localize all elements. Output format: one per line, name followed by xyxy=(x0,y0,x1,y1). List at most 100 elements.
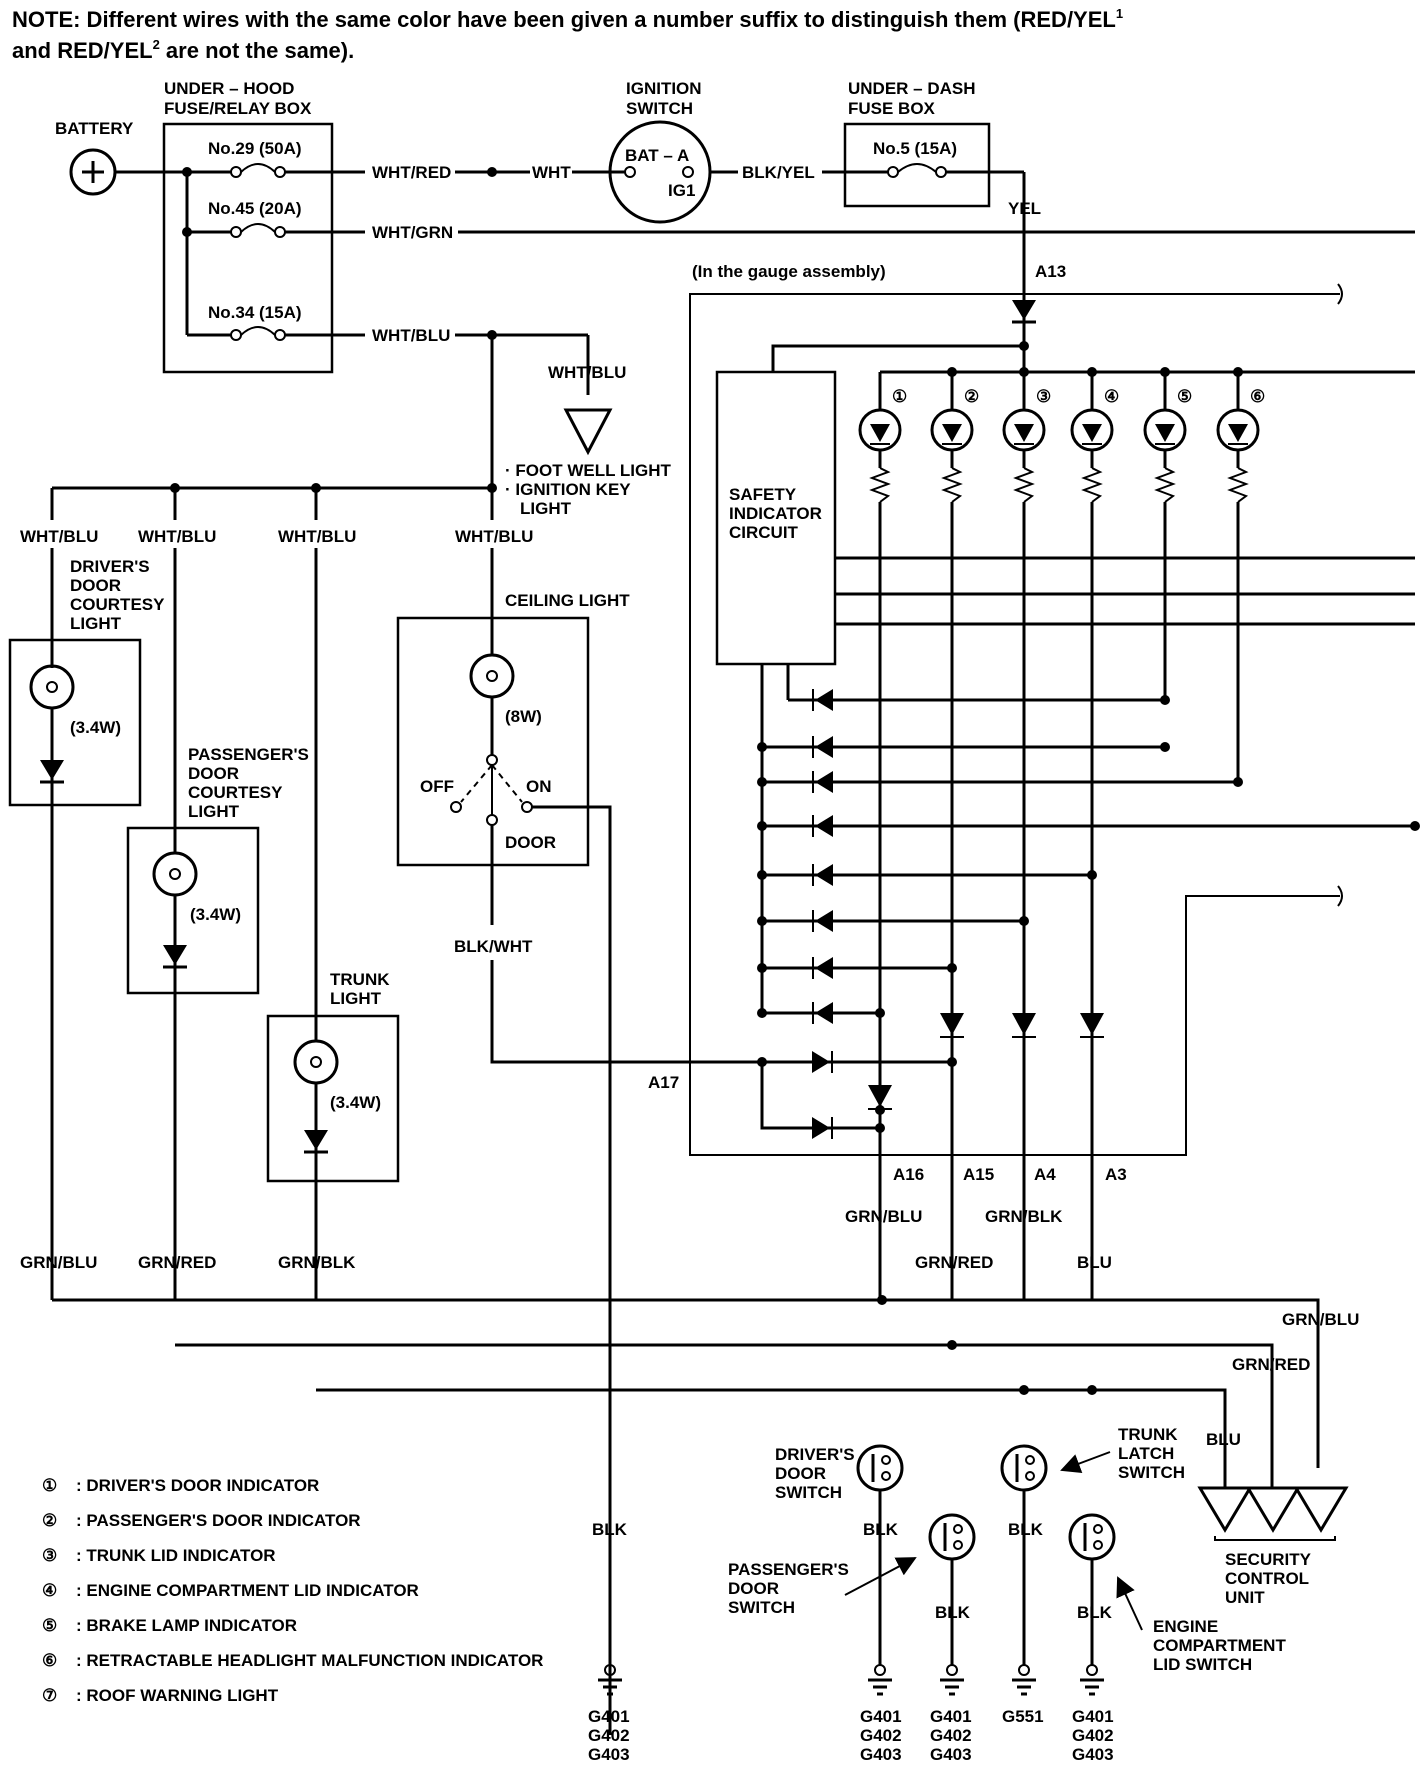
legend-item: : PASSENGER'S DOOR INDICATOR xyxy=(76,1511,361,1530)
legend-number: ② xyxy=(42,1511,57,1530)
svg-text:BLK: BLK xyxy=(935,1603,971,1622)
svg-text:YEL: YEL xyxy=(1008,199,1041,218)
svg-text:BLK: BLK xyxy=(592,1520,628,1539)
connector-labels: A17 A16 A15 A4 A3 GRN/BLU GRN/BLK GRN/RE… xyxy=(648,1073,1127,1272)
indicator-led-1: ① xyxy=(858,372,907,503)
svg-text:BLU: BLU xyxy=(1206,1430,1241,1449)
svg-text:CIRCUIT: CIRCUIT xyxy=(729,523,799,542)
svg-text:GRN/BLK: GRN/BLK xyxy=(278,1253,356,1272)
diode xyxy=(940,1013,964,1035)
indicator-bus xyxy=(771,300,1415,377)
diode xyxy=(812,1051,830,1073)
svg-text:GRN/RED: GRN/RED xyxy=(138,1253,216,1272)
engine-lid-switch xyxy=(1068,1513,1116,1561)
svg-text:WHT/BLU: WHT/BLU xyxy=(455,527,533,546)
svg-text:WHT/BLU: WHT/BLU xyxy=(278,527,356,546)
legend-number: ⑥ xyxy=(42,1651,57,1670)
trunk-latch-switch xyxy=(1000,1444,1048,1492)
svg-text:BLK/YEL: BLK/YEL xyxy=(742,163,815,182)
svg-text:LIGHT: LIGHT xyxy=(330,989,382,1008)
svg-text:INDICATOR: INDICATOR xyxy=(729,504,822,523)
svg-text:SWITCH: SWITCH xyxy=(626,99,693,118)
svg-text:(3.4W): (3.4W) xyxy=(330,1093,381,1112)
svg-text:GRN/BLU: GRN/BLU xyxy=(1282,1310,1359,1329)
diode xyxy=(812,1117,830,1139)
indicator-number: ③ xyxy=(1036,387,1051,406)
svg-text:BLK/WHT: BLK/WHT xyxy=(454,937,533,956)
svg-text:G551: G551 xyxy=(1002,1707,1044,1726)
safety-indicator-circuit: SAFETY INDICATOR CIRCUIT xyxy=(715,370,1415,666)
svg-text:BLU: BLU xyxy=(1077,1253,1112,1272)
svg-text:FUSE BOX: FUSE BOX xyxy=(848,99,936,118)
indicator-number: ② xyxy=(964,387,979,406)
svg-text:(In the gauge assembly): (In the gauge assembly) xyxy=(692,262,886,281)
svg-text:A17: A17 xyxy=(648,1073,679,1092)
svg-text:G401: G401 xyxy=(860,1707,902,1726)
grounds: BLK BLK BLK BLK BLK G401 G402 G403 G401 … xyxy=(588,1520,1114,1764)
fuse-29 xyxy=(230,163,286,178)
door-switches xyxy=(598,1444,1116,1696)
indicator-led-4: ④ xyxy=(1070,372,1119,503)
svg-text:COMPARTMENT: COMPARTMENT xyxy=(1153,1636,1286,1655)
svg-text:G401: G401 xyxy=(930,1707,972,1726)
svg-text:DRIVER'S: DRIVER'S xyxy=(70,557,150,576)
svg-text:NOTE: Different wires with th: NOTE: Different wires with the same colo… xyxy=(12,6,1123,32)
svg-text:DOOR: DOOR xyxy=(775,1464,826,1483)
svg-text:DOOR: DOOR xyxy=(505,833,556,852)
svg-text:SWITCH: SWITCH xyxy=(775,1483,842,1502)
legend-item: : DRIVER'S DOOR INDICATOR xyxy=(76,1476,319,1495)
svg-text:LIGHT: LIGHT xyxy=(188,802,240,821)
indicator-number: ⑥ xyxy=(1250,387,1265,406)
svg-text:DOOR: DOOR xyxy=(188,764,239,783)
svg-text:WHT/BLU: WHT/BLU xyxy=(138,527,216,546)
svg-text:UNIT: UNIT xyxy=(1225,1588,1265,1607)
legend-item: : TRUNK LID INDICATOR xyxy=(76,1546,276,1565)
svg-text:LIGHT: LIGHT xyxy=(520,499,572,518)
fuse-34 xyxy=(230,326,286,341)
svg-text:G402: G402 xyxy=(930,1726,972,1745)
svg-text:G401: G401 xyxy=(1072,1707,1114,1726)
passenger-door-switch xyxy=(928,1513,976,1561)
svg-text:TRUNK: TRUNK xyxy=(330,970,390,989)
svg-text:TRUNK: TRUNK xyxy=(1118,1425,1178,1444)
svg-text:BLK: BLK xyxy=(1008,1520,1044,1539)
svg-text:UNDER – HOOD: UNDER – HOOD xyxy=(164,79,294,98)
svg-text:No.5 (15A): No.5 (15A) xyxy=(873,139,957,158)
svg-text:BAT – A: BAT – A xyxy=(625,146,689,165)
svg-text:WHT: WHT xyxy=(532,163,571,182)
svg-text:· IGNITION KEY: · IGNITION KEY xyxy=(505,480,631,499)
diode xyxy=(815,864,833,886)
svg-text:COURTESY: COURTESY xyxy=(188,783,283,802)
svg-text:WHT/BLU: WHT/BLU xyxy=(372,326,450,345)
legend-number: ⑤ xyxy=(42,1616,57,1635)
svg-text:A4: A4 xyxy=(1034,1165,1056,1184)
svg-text:IG1: IG1 xyxy=(668,181,695,200)
diode xyxy=(815,689,833,711)
legend-number: ③ xyxy=(42,1546,57,1565)
power-wires: WHT/RED WHT WHT/GRN WHT/BLU WHT/BLU xyxy=(115,163,1415,456)
courtesy-lights: · FOOT WELL LIGHT · IGNITION KEY LIGHT W… xyxy=(8,335,808,1735)
svg-text:WHT/BLU: WHT/BLU xyxy=(20,527,98,546)
svg-text:and RED/YEL2 are not the same): and RED/YEL2 are not the same). xyxy=(12,37,354,63)
battery: BATTERY xyxy=(55,119,134,196)
legend-item: : BRAKE LAMP INDICATOR xyxy=(76,1616,297,1635)
svg-text:PASSENGER'S: PASSENGER'S xyxy=(728,1560,849,1579)
svg-text:PASSENGER'S: PASSENGER'S xyxy=(188,745,309,764)
svg-text:G402: G402 xyxy=(860,1726,902,1745)
legend-number: ① xyxy=(42,1476,57,1495)
svg-text:G403: G403 xyxy=(860,1745,902,1764)
svg-text:LIGHT: LIGHT xyxy=(70,614,122,633)
svg-text:A15: A15 xyxy=(963,1165,994,1184)
svg-text:G402: G402 xyxy=(588,1726,630,1745)
svg-text:IGNITION: IGNITION xyxy=(626,79,702,98)
svg-text:(8W): (8W) xyxy=(505,707,542,726)
svg-text:· FOOT WELL LIGHT: · FOOT WELL LIGHT xyxy=(505,461,671,480)
svg-text:GRN/BLK: GRN/BLK xyxy=(985,1207,1063,1226)
svg-text:DOOR: DOOR xyxy=(70,576,121,595)
svg-text:BATTERY: BATTERY xyxy=(55,119,134,138)
svg-text:No.45 (20A): No.45 (20A) xyxy=(208,199,302,218)
svg-text:GRN/RED: GRN/RED xyxy=(915,1253,993,1272)
driver-door-switch xyxy=(856,1444,904,1492)
legend-item: : ROOF WARNING LIGHT xyxy=(76,1686,279,1705)
indicator-number: ④ xyxy=(1104,387,1119,406)
